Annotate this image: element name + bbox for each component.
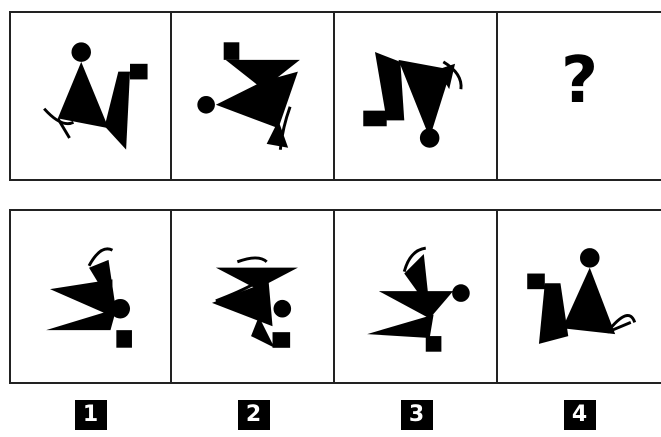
option-3-drawing (335, 211, 496, 382)
option-2-drawing (172, 211, 333, 382)
question-figure-3 (335, 13, 498, 179)
label-slot-1: 1 (9, 400, 172, 434)
figure-3-drawing (335, 13, 496, 179)
answer-option-1[interactable] (9, 211, 172, 382)
label-slot-2: 2 (172, 400, 335, 434)
figure-1-drawing (11, 13, 170, 179)
answer-option-2[interactable] (172, 211, 335, 382)
label-slot-3: 3 (335, 400, 498, 434)
option-2-label[interactable]: 2 (238, 400, 270, 430)
question-figure-2 (172, 13, 335, 179)
option-1-drawing (11, 211, 170, 382)
question-figure-missing: ? (498, 13, 661, 179)
question-figure-1 (9, 13, 172, 179)
answer-option-3[interactable] (335, 211, 498, 382)
option-4-drawing (498, 211, 661, 382)
answer-labels: 1 2 3 4 (9, 400, 661, 434)
label-slot-4: 4 (498, 400, 661, 434)
question-mark: ? (498, 49, 661, 113)
option-1-label[interactable]: 1 (75, 400, 107, 430)
answer-option-4[interactable] (498, 211, 661, 382)
question-row: ? (9, 11, 661, 181)
option-4-label[interactable]: 4 (564, 400, 596, 430)
option-3-label[interactable]: 3 (401, 400, 433, 430)
figure-2-drawing (172, 13, 333, 179)
answer-row (9, 209, 661, 384)
